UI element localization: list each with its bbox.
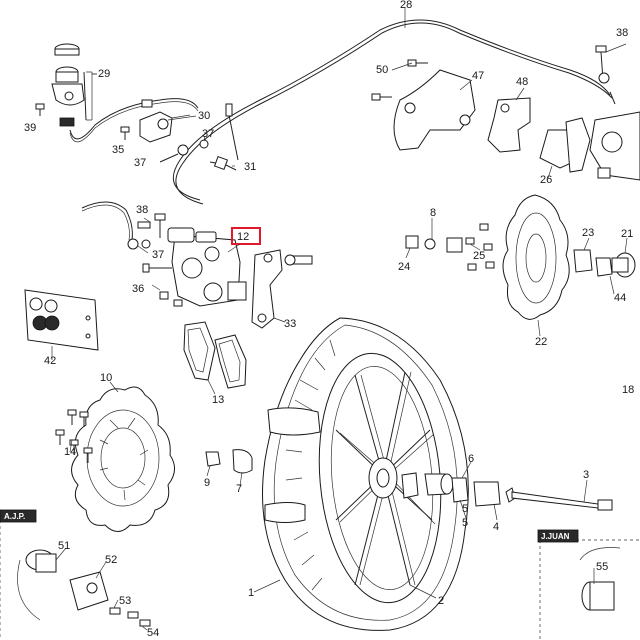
brake-caliper-12: [167, 227, 247, 307]
tag-jjuan-bg: [537, 529, 579, 543]
label-31: 31: [244, 161, 256, 173]
label-53: 53: [119, 595, 131, 607]
label-5: 5: [462, 517, 468, 529]
label-42: 42: [44, 355, 56, 367]
disc-bolts-14: [55, 409, 93, 463]
label-13: 13: [212, 394, 224, 406]
part-labels: 28 29 39 30 37 35 37 31 38 12 37 36 33 1…: [24, 0, 634, 639]
label-10: 10: [100, 372, 112, 384]
label-18: 18: [622, 384, 634, 396]
label-47: 47: [472, 70, 484, 82]
label-26: 26: [540, 174, 552, 186]
label-37-low: 37: [152, 249, 164, 261]
label-55: 55: [596, 561, 608, 573]
pad-kit-42: [24, 289, 99, 351]
label-52: 52: [105, 554, 117, 566]
label-51: 51: [58, 540, 70, 552]
label-2: 2: [438, 595, 444, 607]
label-50: 50: [376, 64, 388, 76]
brake-disc-10: [71, 386, 175, 532]
label-54: 54: [147, 627, 159, 639]
label-36: 36: [132, 283, 144, 295]
label-22: 22: [535, 336, 547, 348]
caliper-bracket-33: [251, 249, 283, 329]
sensor-ajp: [0, 517, 151, 640]
label-14: 14: [64, 446, 76, 458]
label-7: 7: [236, 483, 242, 495]
label-38-right: 38: [616, 27, 628, 39]
mount-26: [539, 117, 591, 173]
label-37-mid: 37: [134, 157, 146, 169]
label-44: 44: [614, 292, 626, 304]
label-35: 35: [112, 144, 124, 156]
label-6: 6: [468, 453, 474, 465]
label-30: 30: [198, 110, 210, 122]
banjo-fitting-30: [139, 99, 191, 143]
brake-disc-22: [502, 194, 570, 320]
label-5b: 5: [462, 503, 468, 515]
label-9: 9: [204, 477, 210, 489]
wheel-tire-1: [262, 317, 469, 631]
caliper-mount-47: [371, 59, 476, 151]
label-23: 23: [582, 227, 594, 239]
label-29: 29: [98, 68, 110, 80]
label-33: 33: [284, 318, 296, 330]
caliper-right: [589, 111, 640, 181]
sensor-jjuan: [539, 539, 640, 640]
label-38: 38: [136, 204, 148, 216]
label-37-top: 37: [202, 128, 214, 140]
label-21: 21: [621, 228, 633, 240]
axle-spacers: [401, 472, 501, 507]
tag-jjuan: J.JUAN: [541, 532, 570, 541]
tag-ajp-bg: [0, 509, 37, 523]
label-8: 8: [430, 207, 436, 219]
label-4: 4: [493, 521, 499, 533]
label-12: 12: [237, 231, 249, 243]
label-39: 39: [24, 122, 36, 134]
tag-ajp: A.J.P.: [4, 512, 25, 521]
master-cylinder-group: [51, 43, 97, 127]
leader-lines: [51, 43, 628, 631]
label-24: 24: [398, 261, 410, 273]
label-28: 28: [400, 0, 412, 11]
axle-3: [505, 487, 613, 511]
label-48: 48: [516, 76, 528, 88]
label-3: 3: [583, 469, 589, 481]
mount-48: [487, 97, 531, 153]
label-25: 25: [473, 250, 485, 262]
highlight-box-12: [231, 227, 261, 245]
brake-pads-13: [183, 321, 247, 389]
label-1: 1: [248, 587, 254, 599]
